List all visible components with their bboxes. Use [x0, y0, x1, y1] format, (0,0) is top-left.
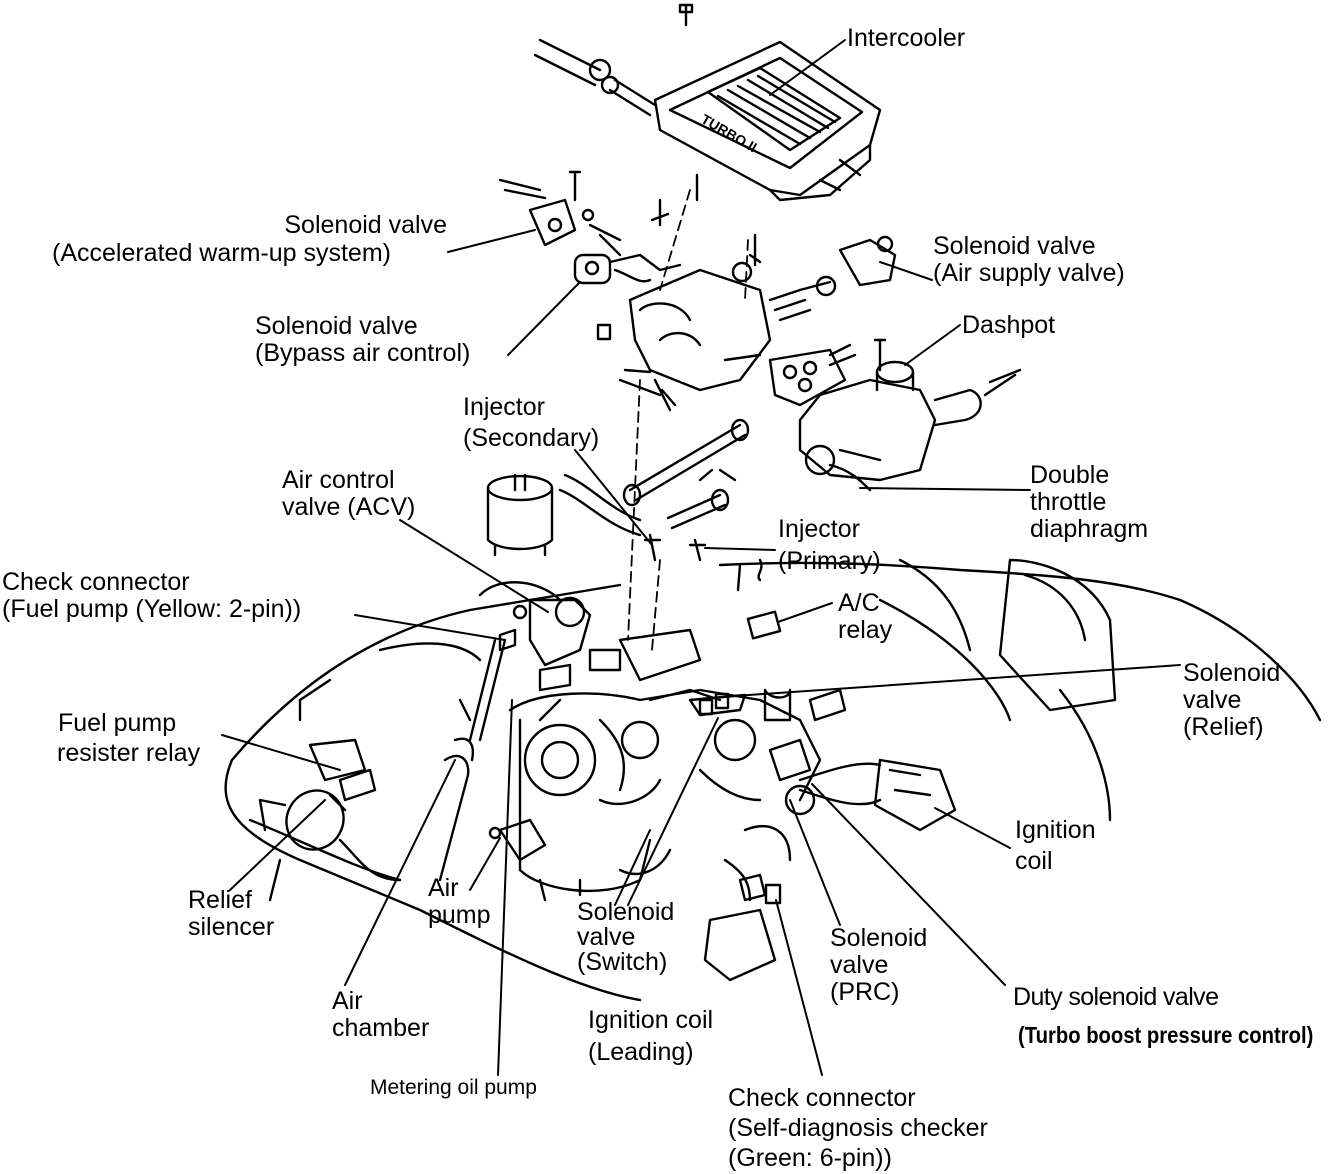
label-double-throttle: Double throttle diaphragm — [1030, 462, 1148, 543]
label-line: (Fuel pump (Yellow: 2-pin)) — [2, 595, 302, 623]
label-line: (Primary) — [778, 547, 881, 575]
label-line: valve (ACV) — [282, 493, 416, 521]
solenoid-asv-illustration — [798, 235, 897, 297]
label-check-connector-diag: Check connector (Self-diagnosis checker … — [728, 1083, 988, 1173]
label-line: Air control — [282, 466, 395, 494]
label-check-connector-fuel: Check connector (Fuel pump (Yellow: 2-pi… — [2, 569, 301, 623]
label-line: Metering oil pump — [370, 1076, 537, 1099]
label-line: Intercooler — [847, 24, 966, 52]
label-line: valve — [577, 923, 636, 951]
ignition-coil-trailing-illustration — [784, 758, 957, 832]
label-line: Double — [1030, 461, 1110, 489]
label-turbo-boost: (Turbo boost pressure control) — [1018, 1022, 1313, 1049]
label-injector-primary: Injector (Primary) — [778, 513, 881, 577]
label-solenoid-bac: Solenoid valve (Bypass air control) — [255, 313, 470, 367]
label-acv: Air control valve (ACV) — [282, 467, 415, 521]
vehicle-body-outline — [224, 558, 1322, 1002]
label-dashpot: Dashpot — [962, 312, 1055, 339]
label-line: Solenoid valve — [933, 232, 1096, 260]
engine-block-illustration — [508, 688, 847, 902]
label-line: silencer — [188, 913, 275, 941]
label-line: valve — [1183, 686, 1242, 714]
label-injector-secondary: Injector (Secondary) — [463, 394, 599, 452]
intercooler-badge: TURBO II — [699, 111, 760, 156]
label-line: Injector — [778, 515, 860, 543]
air-chamber-illustration — [438, 638, 507, 882]
label-ac-relay: A/C relay — [838, 590, 892, 644]
label-line: Solenoid valve — [255, 312, 418, 340]
label-line: (Green: 6-pin)) — [728, 1144, 892, 1172]
label-duty-solenoid: Duty solenoid valve — [1013, 983, 1219, 1011]
label-line: (Bypass air control) — [255, 339, 471, 367]
air-pump-illustration — [488, 818, 547, 862]
label-line: A/C — [838, 589, 880, 617]
label-line: Duty solenoid valve — [1013, 983, 1219, 1011]
label-line: Solenoid — [577, 898, 675, 926]
label-line: Check connector — [2, 568, 190, 596]
solenoid-bac-illustration — [573, 253, 682, 341]
label-line: Solenoid — [830, 924, 928, 952]
label-line: Ignition — [1015, 816, 1096, 844]
mid-components-illustration — [478, 581, 782, 692]
throttle-body-illustration — [768, 338, 1022, 492]
label-line: (PRC) — [830, 978, 900, 1006]
label-line: Relief — [188, 886, 252, 914]
assembly-guide-lines — [627, 189, 749, 651]
label-solenoid-switch: Solenoid valve (Switch) — [577, 900, 674, 975]
label-line: (Turbo boost pressure control) — [1018, 1022, 1314, 1048]
fuel-pump-relay-illustration — [308, 738, 377, 802]
label-line: Fuel pump — [58, 709, 177, 737]
label-line: Solenoid valve — [284, 211, 447, 239]
label-line: Check connector — [728, 1084, 916, 1112]
label-line: Solenoid — [1183, 659, 1281, 687]
label-line: (Switch) — [577, 948, 668, 976]
label-ignition-coil-leading: Ignition coil (Leading) — [588, 1004, 713, 1068]
intake-manifold-illustration — [618, 261, 772, 412]
label-line: (Self-diagnosis checker — [728, 1114, 988, 1142]
label-line: throttle — [1030, 488, 1107, 516]
label-line: diaphragm — [1030, 515, 1149, 543]
label-line: Injector — [463, 393, 545, 421]
label-line: Air — [428, 874, 459, 902]
label-fuel-pump-relay: Fuel pump resister relay — [57, 708, 200, 768]
label-ignition-coil-trailing: Ignition coil — [1015, 815, 1096, 877]
label-line: (Accelerated warm-up system) — [52, 239, 391, 267]
label-line: valve — [830, 951, 889, 979]
fasteners-top — [650, 173, 812, 322]
fuel-rail-illustration — [558, 418, 763, 592]
label-solenoid-awu-sub: (Accelerated warm-up system) — [52, 240, 391, 267]
label-line: Dashpot — [962, 311, 1056, 339]
label-air-chamber: Air chamber — [332, 988, 429, 1042]
label-solenoid-awu: Solenoid valve — [255, 212, 447, 239]
label-intercooler: Intercooler — [847, 25, 965, 52]
intercooler-illustration: TURBO II — [533, 3, 882, 202]
label-line: (Relief) — [1183, 713, 1264, 741]
leader-lines — [221, 39, 1181, 1076]
label-line: (Leading) — [588, 1038, 694, 1066]
label-line: Air — [332, 987, 363, 1015]
label-line: (Air supply valve) — [933, 259, 1125, 287]
ignition-coil-leading-illustration — [703, 825, 792, 982]
label-line: (Secondary) — [463, 424, 600, 452]
label-line: Ignition coil — [588, 1006, 714, 1034]
label-solenoid-prc: Solenoid valve (PRC) — [830, 925, 927, 1006]
label-line: pump — [428, 901, 491, 929]
label-line: resister relay — [57, 739, 201, 767]
label-air-pump: Air pump — [428, 875, 491, 929]
label-solenoid-asv: Solenoid valve (Air supply valve) — [933, 233, 1125, 287]
label-relief-silencer: Relief silencer — [188, 887, 274, 941]
label-line: coil — [1015, 847, 1053, 875]
label-solenoid-relief: Solenoid valve (Relief) — [1183, 660, 1280, 741]
acv-illustration — [486, 473, 554, 557]
label-line: chamber — [332, 1014, 430, 1042]
label-metering-oil-pump: Metering oil pump — [370, 1074, 537, 1101]
solenoid-awu-illustration — [498, 170, 622, 257]
relief-silencer-illustration — [258, 789, 402, 882]
label-line: relay — [838, 616, 893, 644]
